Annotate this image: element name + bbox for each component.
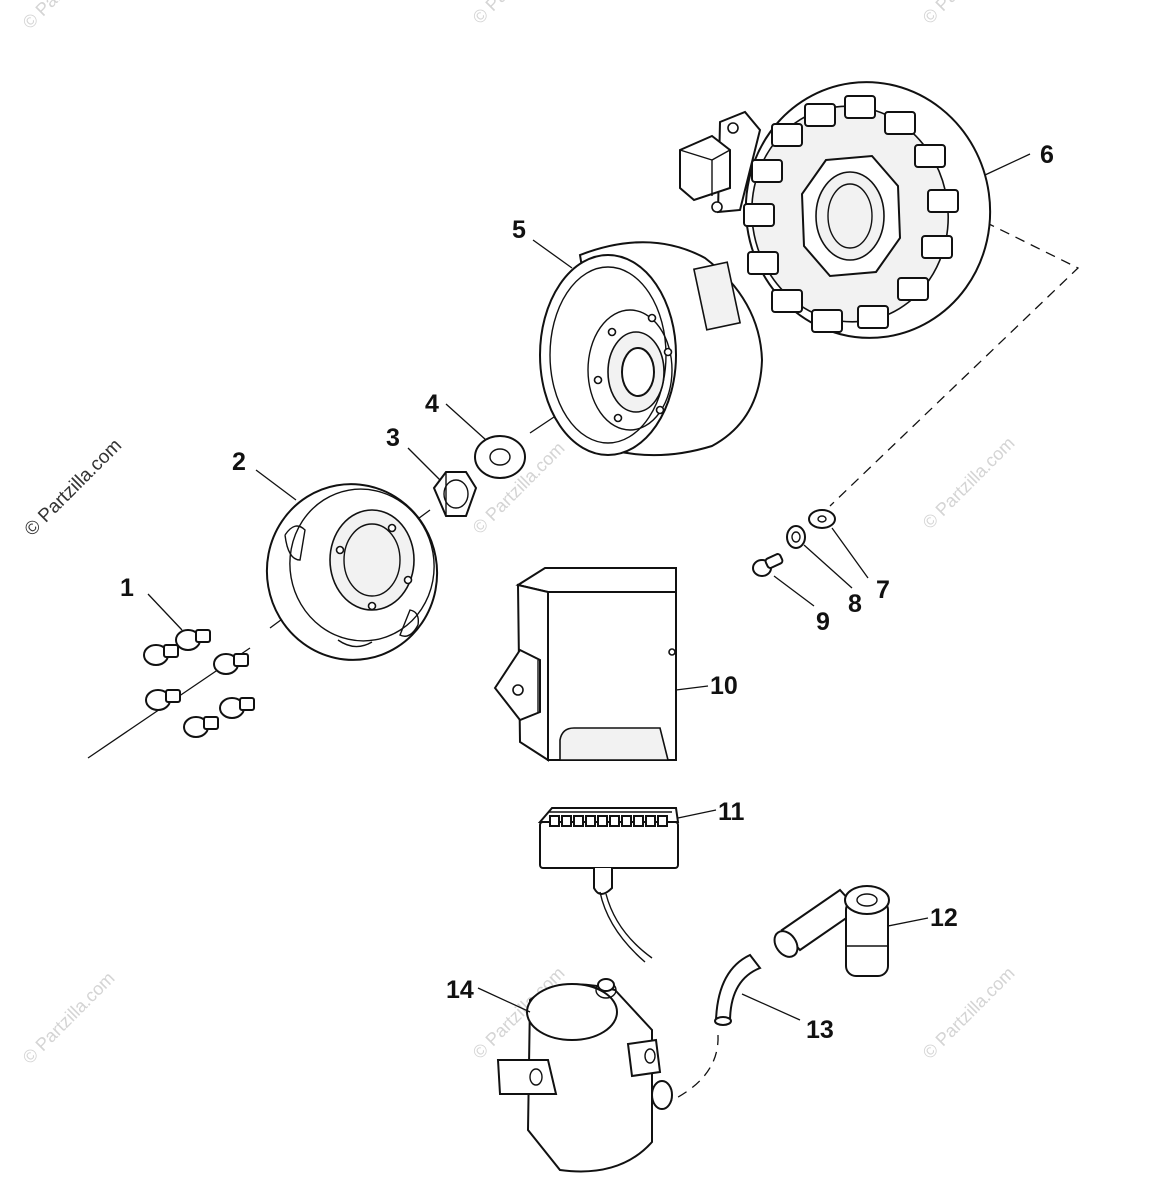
- callout-10: 10: [710, 672, 738, 700]
- flywheel-label-plate: [692, 261, 742, 331]
- flywheel: [539, 241, 764, 457]
- callout-6: 6: [1040, 141, 1054, 169]
- cdi-box: [493, 567, 677, 762]
- bolt: [219, 697, 255, 719]
- bolt: [213, 653, 249, 675]
- assembly-line-stator-washer: [829, 221, 1080, 507]
- callout-9: 9: [816, 608, 830, 636]
- callouts: 1 2 3 4 5 6 7 8 9 10 11 12 13 14: [120, 141, 1054, 1044]
- watermark-bot-3: © Partzilla.com: [919, 963, 1019, 1063]
- bolt: [143, 644, 179, 666]
- callout-11: 11: [718, 798, 745, 826]
- callout-4: 4: [425, 390, 439, 418]
- callout-13: 13: [806, 1016, 834, 1044]
- screw-9: [752, 553, 784, 577]
- coil-mount-left: [496, 1059, 558, 1095]
- connector-pins: [549, 815, 668, 827]
- watermark-top-2: © Partzilla.com: [469, 0, 569, 28]
- lock-washer-8: [786, 525, 806, 549]
- starter-hub: [265, 483, 439, 661]
- washer-7: [808, 509, 836, 529]
- callout-14: 14: [446, 976, 474, 1004]
- callout-1: 1: [120, 574, 134, 602]
- callout-12: 12: [930, 904, 958, 932]
- assembly-line-hv-lead: [661, 1034, 719, 1106]
- watermark-top-3: © Partzilla.com: [919, 0, 1019, 28]
- stator-poles: [743, 95, 959, 333]
- nut-3: [432, 471, 478, 517]
- callout-7: 7: [876, 576, 890, 604]
- watermark-bot-1: © Partzilla.com: [19, 968, 119, 1068]
- bolt: [175, 629, 211, 651]
- callout-5: 5: [512, 216, 526, 244]
- callout-3: 3: [386, 424, 400, 452]
- washer-4: [474, 435, 526, 479]
- callout-2: 2: [232, 448, 246, 476]
- hv-lead: [714, 953, 762, 1026]
- bolts-1: [143, 629, 255, 738]
- bolt: [183, 716, 219, 738]
- watermark-mid-2: © Partzilla.com: [919, 433, 1019, 533]
- stator-connector: [679, 134, 731, 202]
- callout-8: 8: [848, 590, 862, 618]
- spark-plug-cap: [773, 885, 890, 977]
- watermark-main: © Partzilla.com: [21, 435, 126, 540]
- leader-lines: [147, 153, 1031, 1021]
- watermark-top-1: © Partzilla.com: [19, 0, 119, 33]
- connector-11: [537, 807, 680, 963]
- stator: [679, 81, 992, 339]
- bolt: [145, 689, 181, 711]
- ignition-coil: [496, 978, 673, 1173]
